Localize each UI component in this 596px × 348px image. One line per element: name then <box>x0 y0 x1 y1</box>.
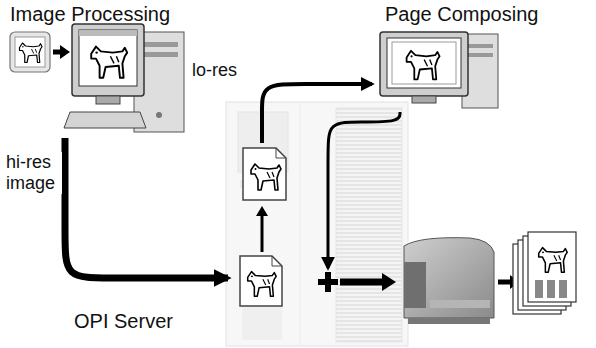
device-node: OPI Server <box>228 143 410 345</box>
printed-pages <box>513 232 576 314</box>
printer <box>404 238 494 324</box>
flow-arrow <box>262 84 372 143</box>
device-heading: Image Processing <box>10 2 170 26</box>
server-tower <box>226 102 408 346</box>
device-heading: OPI Server <box>74 309 173 333</box>
device-heading: Page Composing <box>385 2 538 26</box>
arrow-shaft <box>340 279 384 286</box>
file-icon <box>243 148 286 200</box>
workstation <box>380 32 498 108</box>
slide-icon <box>10 32 50 72</box>
workstation <box>64 24 184 132</box>
flow-arrow <box>328 112 400 268</box>
device-node: Page Composing <box>372 0 542 112</box>
flow-arrow <box>65 138 228 278</box>
device-node: Image Processing <box>5 0 190 138</box>
arrow-shaft <box>498 280 512 285</box>
file-icon <box>240 256 282 306</box>
merge-plus <box>318 272 338 292</box>
arrowhead <box>60 45 70 59</box>
edge-label: lo-res <box>190 60 254 81</box>
arrowhead <box>256 206 268 216</box>
arrowhead <box>382 273 396 291</box>
edge-label: hi-res image <box>4 152 62 194</box>
